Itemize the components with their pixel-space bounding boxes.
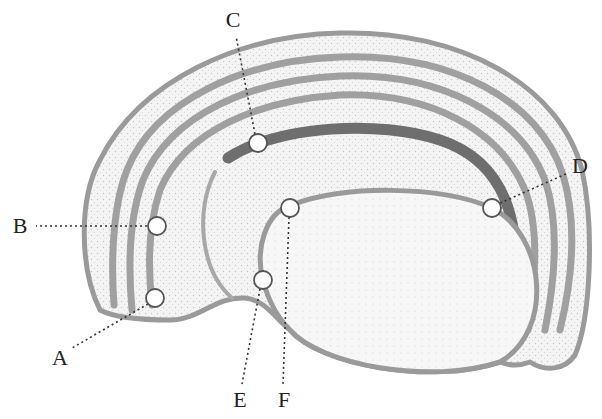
callout-letter: F bbox=[278, 389, 290, 411]
callout-letter: E bbox=[233, 389, 246, 411]
marker-circle bbox=[281, 199, 299, 217]
callout-letter: B bbox=[13, 215, 28, 237]
callout-letter: D bbox=[572, 155, 588, 177]
callout-letter: A bbox=[52, 347, 68, 369]
leader-line bbox=[72, 304, 148, 348]
inner-edge bbox=[203, 172, 232, 298]
body-outline bbox=[84, 33, 589, 372]
leader-line bbox=[283, 217, 289, 384]
callout-letter: C bbox=[226, 9, 241, 31]
marker-circle bbox=[146, 289, 164, 307]
marker-circle bbox=[483, 199, 501, 217]
leader-line bbox=[500, 174, 566, 203]
leader-line bbox=[236, 36, 255, 134]
leader-line bbox=[242, 289, 260, 384]
marker-circle bbox=[249, 134, 267, 152]
marker-circle bbox=[254, 271, 272, 289]
leader-line bbox=[36, 225, 147, 227]
yolk-oval bbox=[260, 190, 536, 371]
marker-circle bbox=[148, 217, 166, 235]
